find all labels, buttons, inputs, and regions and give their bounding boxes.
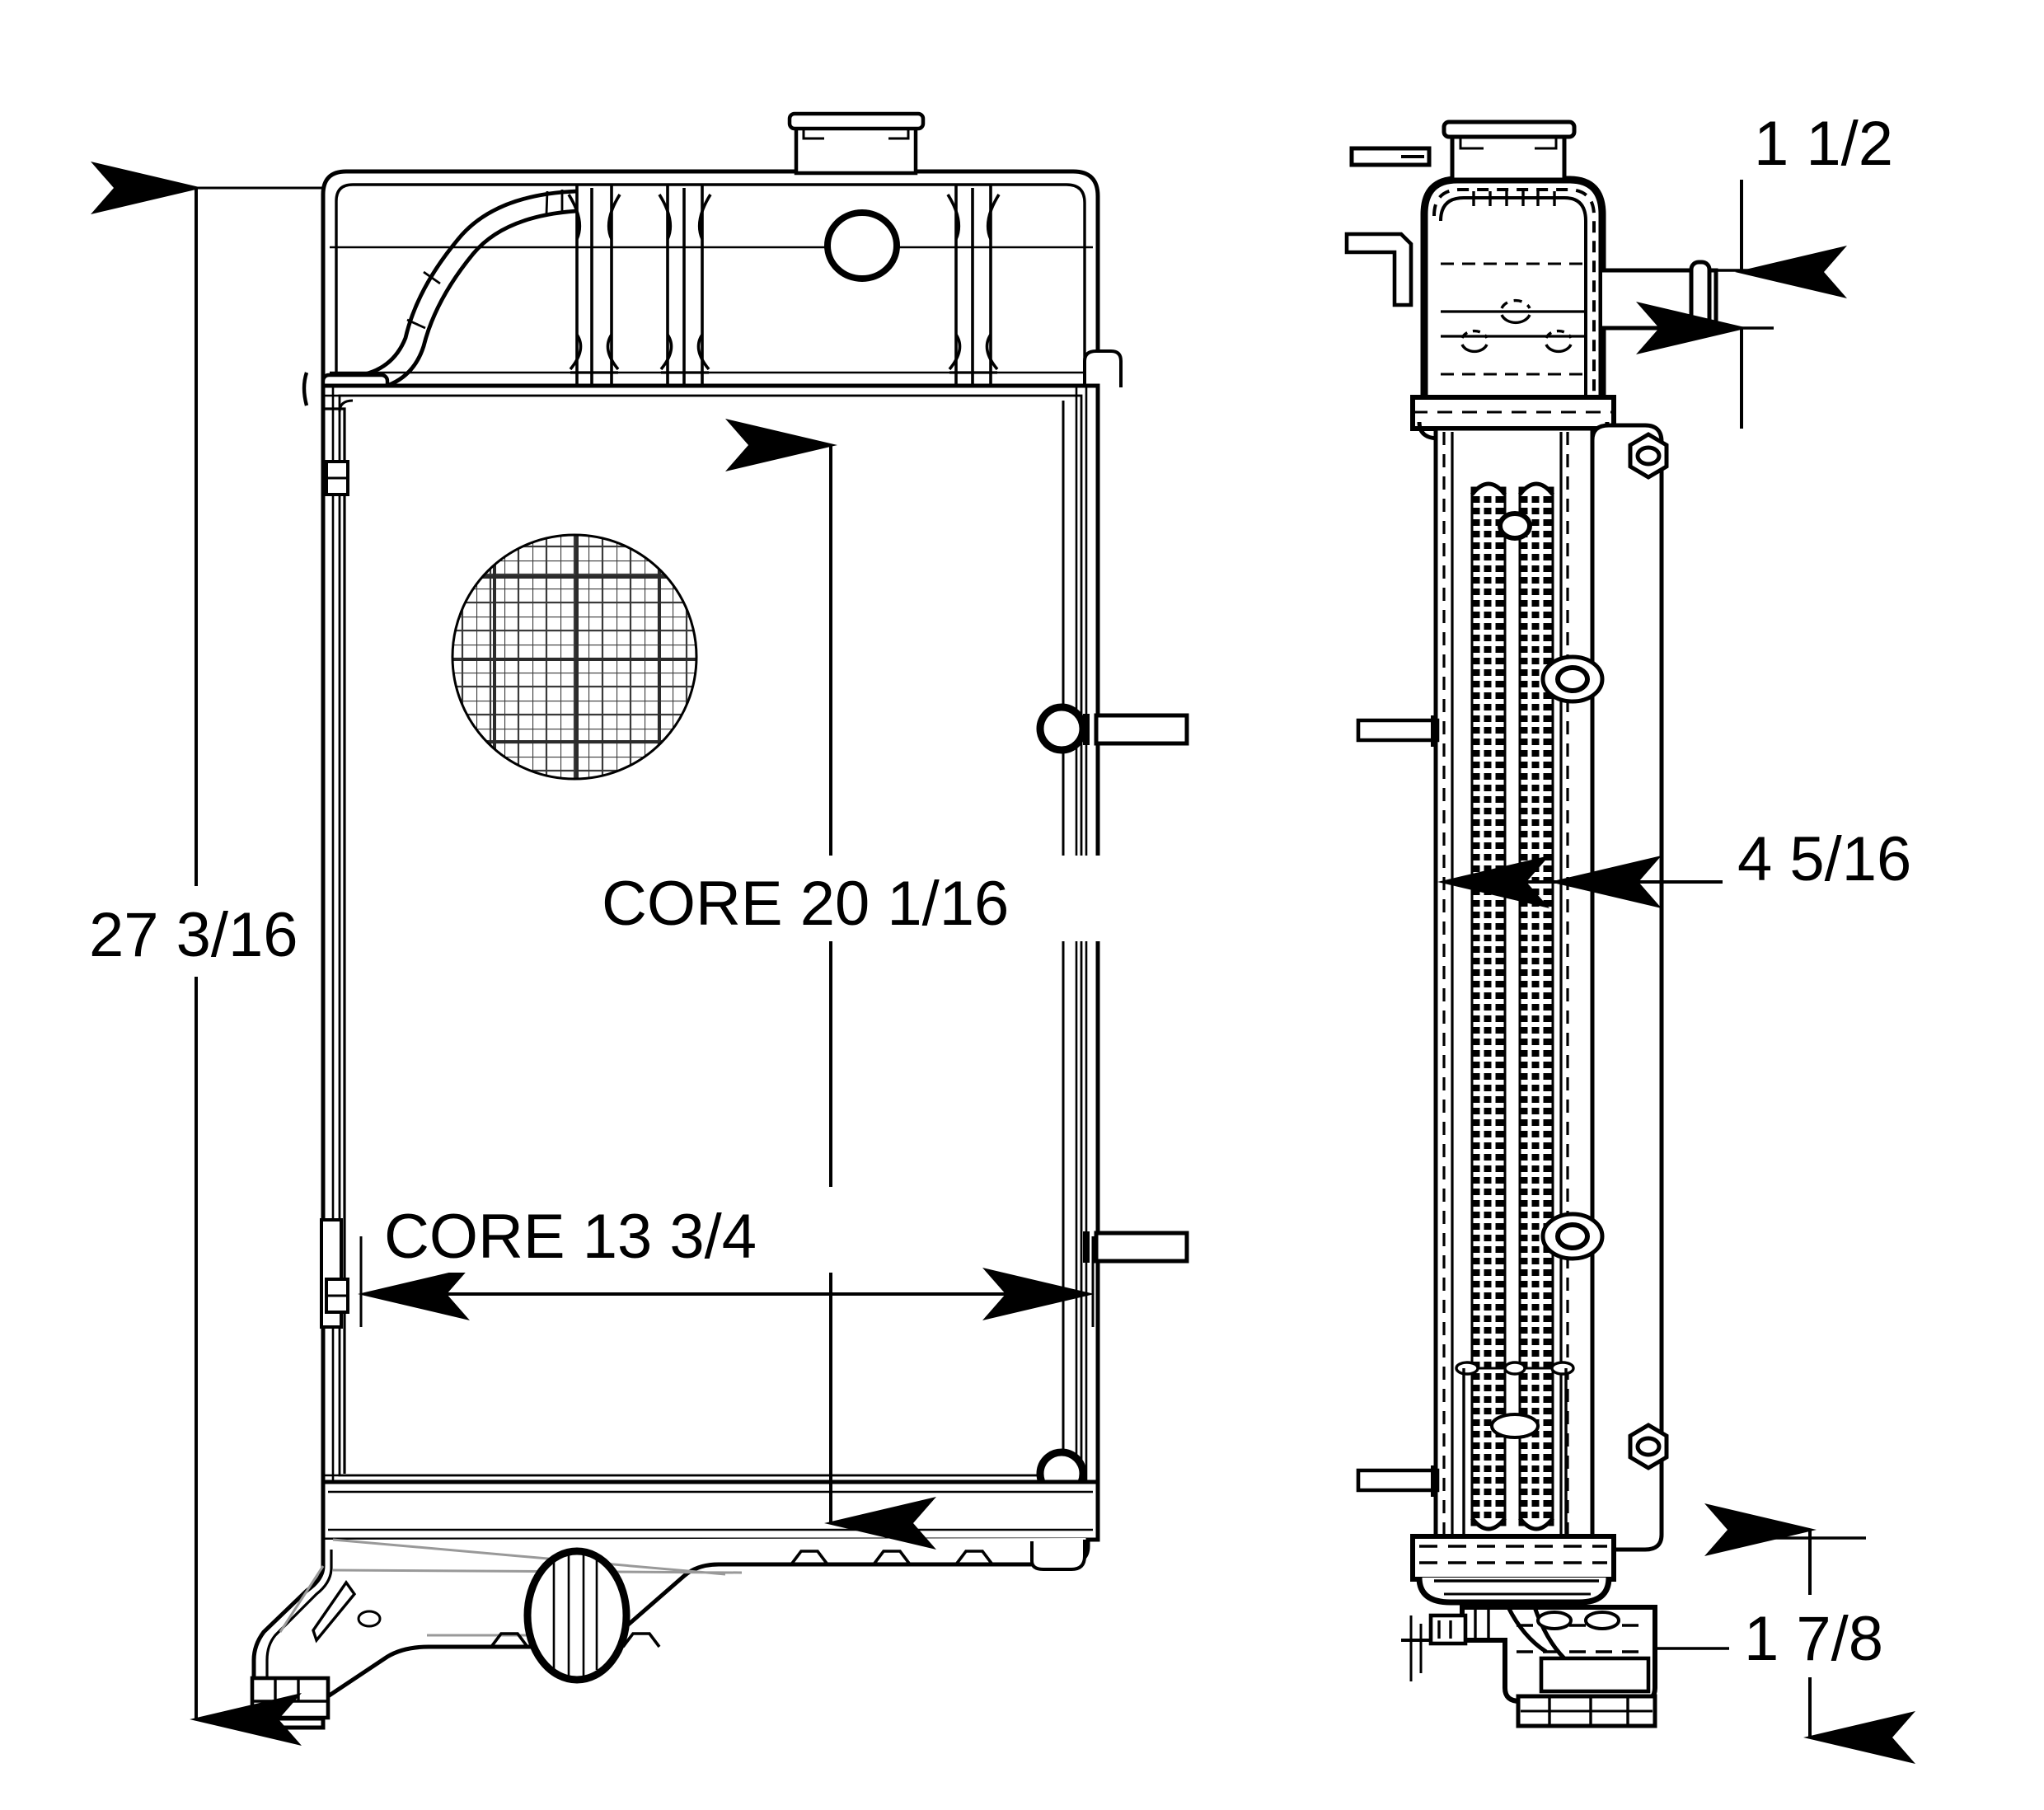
side-fitting-mid (1540, 654, 1605, 704)
side-left-studs (1356, 715, 1440, 1497)
core-width-label: CORE 13 3/4 (384, 1202, 757, 1272)
side-fitting-lower (1540, 1212, 1605, 1261)
filler-neck (787, 111, 926, 176)
dimension-overall-height: 27 3/16 (74, 162, 323, 1746)
right-mount-stud-lower (1083, 1231, 1189, 1264)
outlet-height-label: 1 7/8 (1744, 1604, 1883, 1674)
inlet-height-label: 1 1/2 (1754, 109, 1893, 179)
dimension-outlet-height: 1 7/8 (1655, 1503, 1976, 1764)
tube-rows (1470, 481, 1554, 1531)
lower-header-lines (1455, 1361, 1575, 1543)
tank-ribs (567, 185, 1001, 386)
front-upper-tank (302, 111, 1123, 407)
side-outlet-fitting (1401, 1605, 1657, 1728)
lower-tank-notches (490, 1550, 994, 1648)
tank-oval-port (824, 209, 900, 282)
right-mount-boss-upper (1036, 703, 1189, 754)
overall-height-label: 27 3/16 (89, 900, 298, 970)
inlet-neck (1602, 260, 1718, 339)
dimension-core-depth: 4 5/16 (1437, 816, 2019, 908)
dimension-core-height: CORE 20 1/16 (577, 419, 1104, 1550)
dimension-core-width: CORE 13 3/4 (358, 1187, 1095, 1327)
side-nut-top (1628, 432, 1669, 480)
core-depth-label: 4 5/16 (1737, 824, 1911, 894)
side-nut-bottom (1628, 1423, 1669, 1470)
side-hole-upper (1498, 511, 1532, 541)
lower-outlet-oval (523, 1547, 631, 1684)
side-lower-tank (1401, 1534, 1657, 1728)
core-height-label: CORE 20 1/16 (602, 869, 1009, 939)
left-side-tabs (320, 460, 349, 1329)
dimension-inlet-height: 1 1/2 (1636, 97, 1986, 429)
side-upper-tank (1344, 120, 1718, 441)
core-fin-detail-bubble (451, 533, 698, 781)
side-view (1344, 120, 1718, 1728)
